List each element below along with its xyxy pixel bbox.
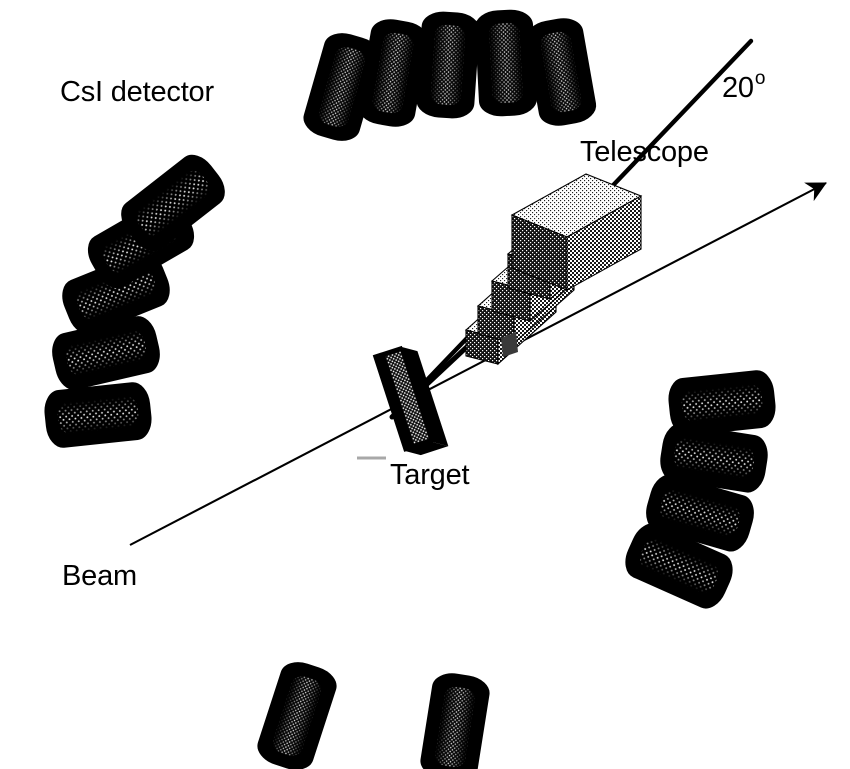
csi-detector[interactable] — [416, 11, 480, 119]
csi-detector[interactable] — [43, 382, 152, 449]
detector-group-bottom — [254, 658, 491, 769]
scattering-angle-label: 20o — [722, 69, 765, 104]
csi-detector[interactable] — [524, 16, 597, 128]
beam-axis-line — [129, 182, 827, 546]
csi-detector[interactable] — [642, 472, 757, 554]
target-label: Target — [390, 459, 470, 491]
detector-group-right — [620, 370, 776, 612]
telescope-mount-foot — [501, 332, 518, 357]
csi-detector[interactable] — [620, 519, 738, 612]
telescope-assembly[interactable] — [464, 173, 643, 366]
csi-detector[interactable] — [658, 422, 769, 494]
detector-array-label: CsI detector — [60, 76, 214, 108]
telescope-label: Telescope — [580, 136, 709, 168]
csi-detector[interactable] — [667, 370, 776, 437]
csi-detector[interactable] — [419, 671, 491, 769]
csi-detector[interactable] — [475, 9, 537, 117]
csi-detector[interactable] — [356, 17, 429, 129]
detector-group-top — [303, 9, 597, 141]
csi-detector[interactable] — [115, 149, 231, 257]
csi-detector[interactable] — [254, 658, 339, 769]
degree-symbol: o — [754, 68, 766, 90]
detector-group-left — [43, 149, 231, 449]
scattering-angle-value: 20 — [722, 72, 754, 104]
beam-axis — [129, 182, 827, 546]
target-assembly[interactable] — [372, 343, 449, 460]
telescope-layer[interactable] — [510, 173, 643, 291]
beam-label: Beam — [62, 560, 137, 592]
